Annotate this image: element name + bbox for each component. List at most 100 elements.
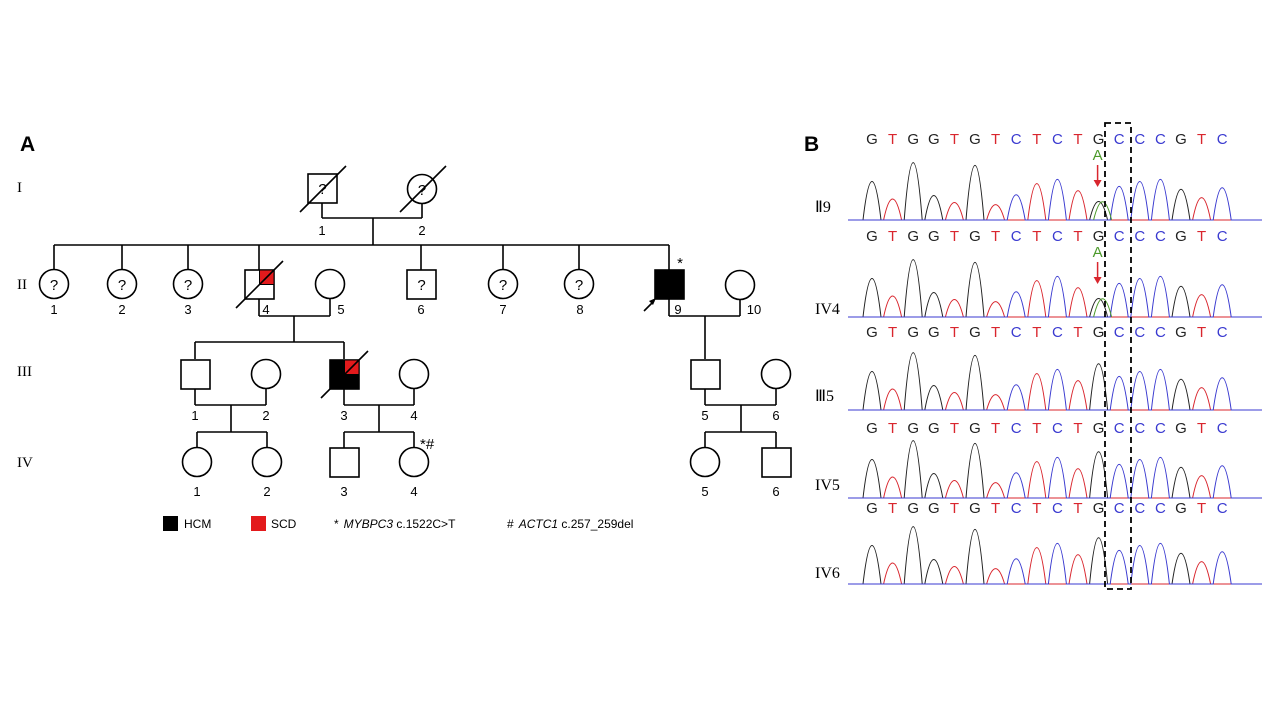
red-down-arrow-icon [1093, 165, 1102, 187]
legend-mybpc3-label: *MYBPC3 c.1522C>T [334, 517, 456, 531]
base-call: C [1134, 324, 1145, 341]
legend-star: * [334, 517, 339, 531]
individual-number: 2 [418, 223, 425, 238]
individual-number: 2 [118, 302, 125, 317]
base-call: G [866, 420, 878, 437]
unknown-mark: ? [118, 277, 126, 294]
base-call: T [1032, 131, 1041, 148]
base-call: G [1093, 324, 1105, 341]
base-call: G [1175, 420, 1187, 437]
individual-number: 4 [262, 302, 269, 317]
proband-arrow-icon [643, 298, 656, 312]
trace-C [848, 457, 1262, 499]
base-call: G [969, 131, 981, 148]
unknown-mark: ? [184, 277, 192, 294]
base-call: G [969, 500, 981, 517]
base-call: T [991, 324, 1000, 341]
base-call: G [907, 228, 919, 245]
individual-IV6 [761, 447, 792, 478]
base-call: T [1197, 420, 1206, 437]
base-call: G [969, 420, 981, 437]
individual-III1 [180, 359, 211, 390]
base-call: G [928, 420, 940, 437]
base-call: C [1217, 324, 1228, 341]
individual-II8: ? [563, 268, 595, 300]
trace-C [848, 179, 1262, 221]
base-call: C [1155, 131, 1166, 148]
base-call: C [1155, 500, 1166, 517]
trace-G [848, 162, 1262, 221]
base-call: G [969, 324, 981, 341]
trace-T [848, 461, 1262, 499]
individual-number: 5 [701, 484, 708, 499]
base-call: G [1175, 228, 1187, 245]
trace-T [848, 373, 1262, 411]
base-call: T [1197, 228, 1206, 245]
base-call: C [1134, 131, 1145, 148]
base-call: T [888, 228, 897, 245]
trace-C [848, 276, 1262, 318]
variant-position-box [1104, 122, 1132, 590]
individual-III2 [250, 358, 282, 390]
base-call: T [888, 131, 897, 148]
individual-IV2 [251, 446, 283, 478]
legend-gene2-variant: c.257_259del [558, 517, 633, 531]
generation-label-1: I [17, 180, 22, 196]
individual-II1: ? [38, 268, 70, 300]
individual-number: 5 [701, 408, 708, 423]
base-call: T [1073, 228, 1082, 245]
base-call: T [950, 131, 959, 148]
individual-number: 4 [410, 408, 417, 423]
individual-number: 4 [410, 484, 417, 499]
base-call: T [888, 324, 897, 341]
base-call: G [1175, 324, 1187, 341]
base-call: C [1114, 500, 1125, 517]
sample-label: IV6 [815, 565, 840, 582]
base-call: C [1217, 500, 1228, 517]
individual-II2: ? [106, 268, 138, 300]
base-call: C [1011, 228, 1022, 245]
base-call: G [907, 131, 919, 148]
individual-IV3 [329, 447, 360, 478]
individual-IV1 [181, 446, 213, 478]
base-call: T [950, 420, 959, 437]
base-call: G [907, 500, 919, 517]
base-call: C [1052, 131, 1063, 148]
base-call: T [888, 500, 897, 517]
deceased-slash [299, 165, 347, 213]
individual-number: 1 [50, 302, 57, 317]
base-call: C [1052, 420, 1063, 437]
unknown-mark: ? [417, 277, 425, 294]
base-call: T [1032, 500, 1041, 517]
base-call: T [1073, 131, 1082, 148]
deceased-slash [399, 165, 447, 213]
individual-III6 [760, 358, 792, 390]
base-call: C [1217, 131, 1228, 148]
base-call: G [1093, 131, 1105, 148]
legend-scd-swatch [251, 516, 266, 531]
trace-G [848, 440, 1262, 499]
generation-label-4: IV [17, 455, 33, 471]
base-call: T [991, 500, 1000, 517]
individual-number: 3 [340, 408, 347, 423]
trace-T [848, 280, 1262, 318]
individual-number: 2 [262, 408, 269, 423]
panel-a-label: A [20, 133, 35, 156]
individual-number: 5 [337, 302, 344, 317]
base-call: C [1217, 420, 1228, 437]
base-call: G [928, 500, 940, 517]
individual-III3 [320, 350, 369, 399]
legend-gene1-variant: c.1522C>T [393, 517, 456, 531]
unknown-mark: ? [575, 277, 583, 294]
legend-hcm-swatch [163, 516, 178, 531]
individual-number: 2 [263, 484, 270, 499]
legend: HCM SCD *MYBPC3 c.1522C>T #ACTC1 c.257_2… [163, 516, 633, 531]
deceased-slash [320, 350, 369, 399]
base-call: G [866, 324, 878, 341]
base-call: T [1073, 420, 1082, 437]
base-call: C [1217, 228, 1228, 245]
base-call: C [1052, 324, 1063, 341]
base-call: T [1197, 131, 1206, 148]
